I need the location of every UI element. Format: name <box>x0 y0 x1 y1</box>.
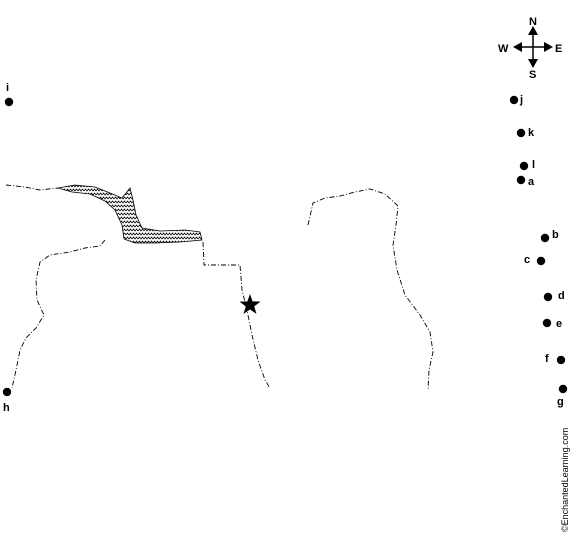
marker-dot-e[interactable] <box>542 318 552 328</box>
border-east <box>307 188 434 391</box>
compass-east-label: E <box>555 43 562 55</box>
compass-arrow-west <box>513 42 522 52</box>
compass-rose: N S E W <box>498 16 562 81</box>
marker-label-f: f <box>545 353 549 365</box>
marker-label-d: d <box>558 290 565 302</box>
location-markers: i j k l a b c d e f g h <box>2 82 568 414</box>
marker-dot-a[interactable] <box>516 175 526 185</box>
marker-dot-g[interactable] <box>558 384 568 394</box>
marker-dot-l[interactable] <box>519 161 529 171</box>
borders <box>5 184 434 391</box>
compass-arrow-north <box>528 26 538 35</box>
marker-dot-i[interactable] <box>4 97 14 107</box>
compass-south-label: S <box>529 69 536 81</box>
border-west-top <box>5 184 59 191</box>
marker-dot-c[interactable] <box>536 256 546 266</box>
compass-arrow-south <box>528 59 538 68</box>
marker-label-j: j <box>519 94 523 106</box>
border-west-inner <box>202 241 271 389</box>
marker-label-i: i <box>6 82 9 94</box>
compass-arrow-east <box>544 42 553 52</box>
credit-text: ©EnchantedLearning.com <box>560 427 570 532</box>
marker-dot-k[interactable] <box>516 128 526 138</box>
marker-dot-h[interactable] <box>2 387 12 397</box>
star-marker[interactable] <box>239 294 261 314</box>
marker-dot-j[interactable] <box>509 95 519 105</box>
marker-label-g: g <box>557 396 564 408</box>
compass-west-label: W <box>498 43 509 55</box>
marker-dot-d[interactable] <box>543 292 553 302</box>
marker-label-b: b <box>552 229 559 241</box>
marker-label-a: a <box>528 176 535 188</box>
marker-label-e: e <box>556 318 562 330</box>
lake-hatched <box>57 184 203 244</box>
marker-label-l: l <box>532 159 535 171</box>
marker-label-k: k <box>528 127 535 139</box>
border-west-river-lower <box>11 239 106 389</box>
marker-dot-f[interactable] <box>556 355 566 365</box>
marker-dot-b[interactable] <box>540 233 550 243</box>
marker-label-h: h <box>3 402 10 414</box>
marker-label-c: c <box>524 254 530 266</box>
compass-north-label: N <box>529 16 537 28</box>
